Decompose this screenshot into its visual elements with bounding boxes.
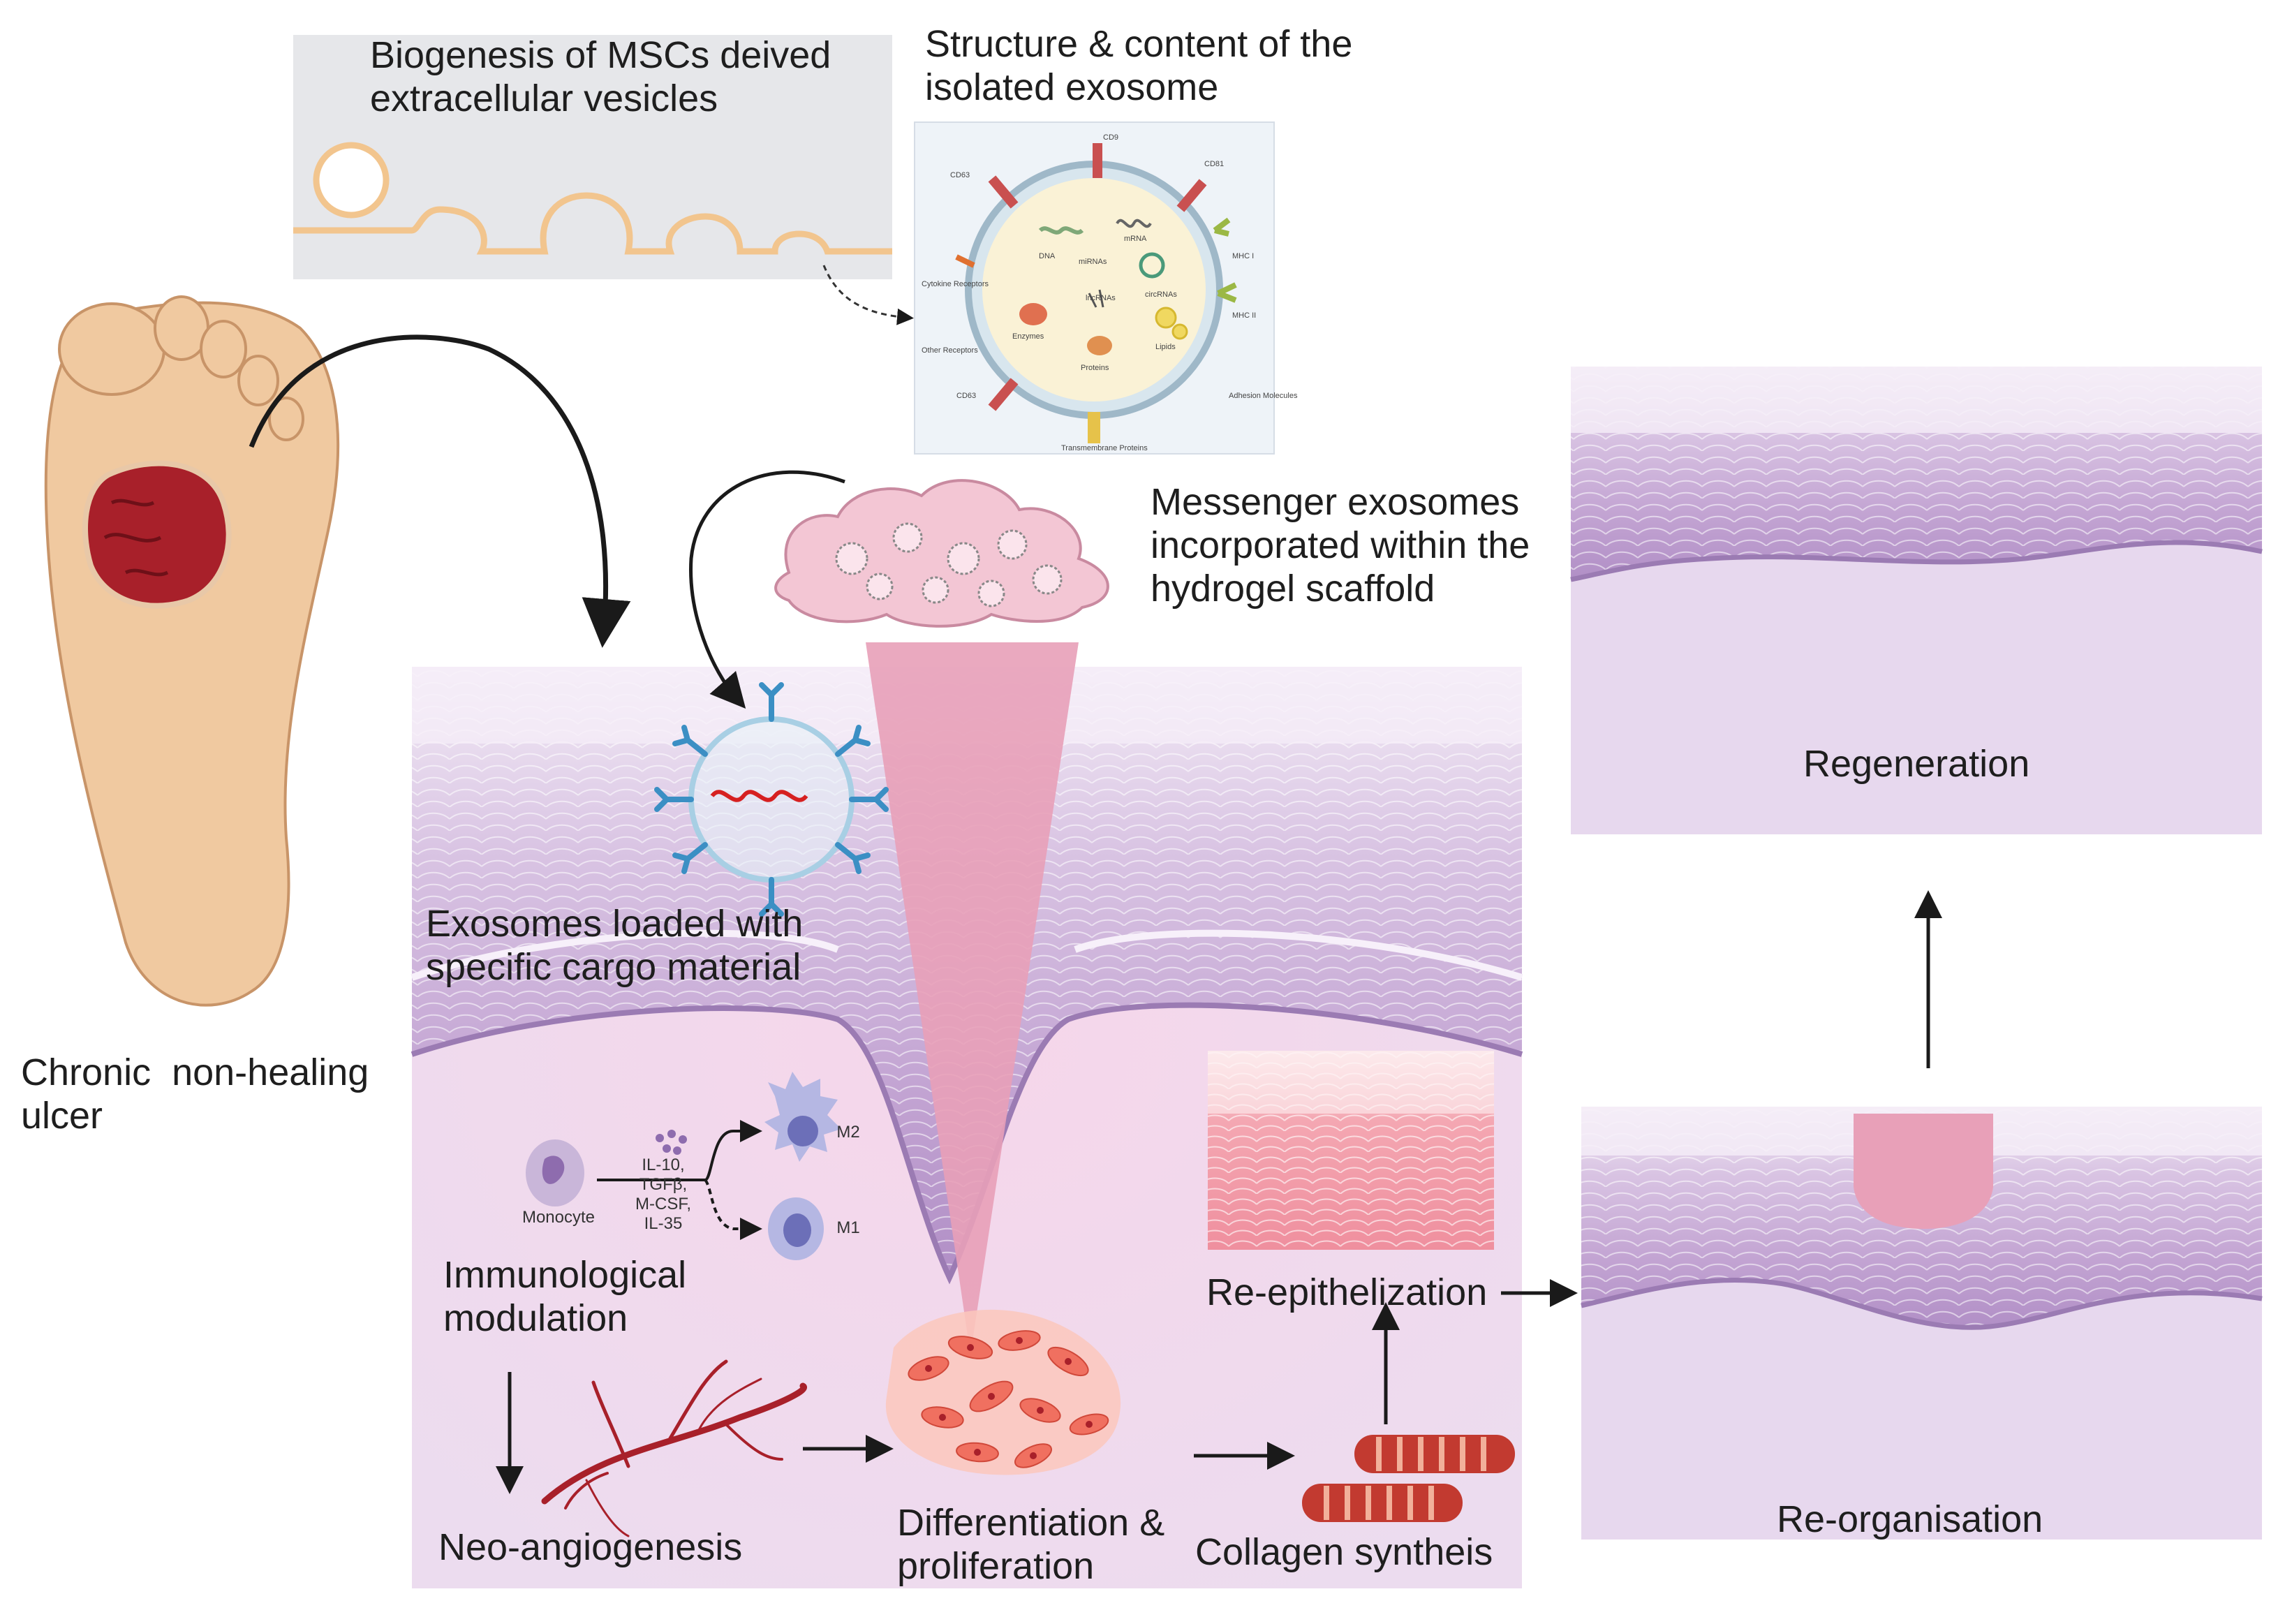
inset-label-adhesion: Adhesion Molecules — [1229, 392, 1298, 400]
foot-illustration — [44, 295, 340, 1007]
re-epithelization-tissue — [1208, 1051, 1494, 1250]
inset-label-mhc1: MHC I — [1232, 252, 1254, 260]
inset-label-cytokine: Cytokine Receptors — [922, 280, 989, 288]
exosome-structure-inset: CD63 CD9 CD81 MHC I MHC II Cytokine Rece… — [914, 121, 1298, 455]
biogenesis-line-2: extracellular vesicles — [370, 77, 718, 119]
reorganisation-panel — [1581, 1107, 2263, 1540]
cytokine-mcsf: M-CSF, — [635, 1195, 691, 1213]
m1-label: M1 — [836, 1218, 860, 1237]
inset-label-other: Other Receptors — [922, 346, 978, 355]
inset-label-mhc2: MHC II — [1232, 311, 1256, 320]
exosomes-loaded-line-2: specific cargo material — [426, 946, 801, 988]
chronic-ulcer-line-2: ulcer — [21, 1095, 103, 1137]
cytokine-tgfb: TGFβ, — [639, 1175, 688, 1194]
healing-plug — [1854, 1114, 1993, 1229]
differentiation-line-1: Differentiation & — [897, 1502, 1165, 1544]
m2-label: M2 — [836, 1123, 860, 1142]
loaded-exosome — [654, 682, 889, 917]
re-epithelization-label: Re-epithelization — [1206, 1271, 1488, 1313]
messenger-line-1: Messenger exosomes — [1151, 481, 1520, 523]
regeneration-label: Regeneration — [1803, 743, 2030, 785]
cytokines-label: IL-10, TGFβ, M-CSF, IL-35 — [628, 1156, 698, 1234]
inset-label-cd81: CD81 — [1204, 160, 1224, 168]
structure-line-1: Structure & content of the — [925, 23, 1353, 65]
monocyte-label: Monocyte — [522, 1208, 596, 1227]
immunological-line-1: Immunological — [443, 1254, 687, 1296]
inset-label-proteins: Proteins — [1081, 364, 1109, 372]
ulcer-wound — [82, 460, 232, 609]
immunological-line-2: modulation — [443, 1297, 628, 1339]
collagen-fibers — [1302, 1435, 1515, 1522]
messenger-line-3: hydrogel scaffold — [1151, 568, 1435, 610]
biogenesis-label: Biogenesis of MSCs deived extracellular … — [370, 34, 831, 120]
collagen-label: Collagen syntheis — [1195, 1531, 1493, 1573]
inset-label-enzymes: Enzymes — [1012, 332, 1044, 341]
dashed-arrow — [822, 265, 914, 325]
re-organisation-label: Re-organisation — [1777, 1498, 2043, 1540]
inset-label-lipids: Lipids — [1155, 343, 1176, 351]
biogenesis-panel — [293, 35, 892, 279]
chronic-ulcer-label: Chronic non-healing ulcer — [21, 1051, 369, 1137]
process-arrows — [496, 890, 1942, 1494]
cytokine-il35: IL-35 — [644, 1214, 683, 1233]
regeneration-panel — [1570, 367, 2263, 834]
fibroblast-cluster — [885, 1309, 1121, 1475]
chronic-ulcer-line-1: Chronic non-healing — [21, 1051, 369, 1093]
inset-label-cd63: CD63 — [950, 171, 970, 179]
differentiation-label: Differentiation & proliferation — [897, 1501, 1164, 1588]
messenger-label: Messenger exosomes incorporated within t… — [1151, 480, 1530, 610]
exosomes-loaded-line-1: Exosomes loaded with — [426, 903, 804, 945]
blood-vessels — [541, 1359, 808, 1537]
inset-label-mirnas: miRNAs — [1079, 258, 1107, 266]
inset-label-mrna: mRNA — [1124, 235, 1147, 243]
structure-line-2: isolated exosome — [925, 66, 1219, 108]
foot-to-wound-arrow — [249, 334, 631, 648]
membrane-outline — [293, 192, 892, 255]
inset-label-circrnas: circRNAs — [1145, 290, 1177, 299]
neo-angiogenesis-label: Neo-angiogenesis — [438, 1526, 743, 1568]
messenger-line-2: incorporated within the — [1151, 524, 1530, 566]
differentiation-line-2: proliferation — [897, 1545, 1095, 1587]
exosomes-loaded-label: Exosomes loaded with specific cargo mate… — [426, 902, 803, 989]
inset-label-dna: DNA — [1039, 252, 1056, 260]
inset-label-transmembrane: Transmembrane Proteins — [1061, 444, 1148, 452]
inset-label-lncrnas: lncRNAs — [1086, 294, 1116, 302]
biogenesis-line-1: Biogenesis of MSCs deived — [370, 34, 831, 76]
wound-channel — [866, 642, 1079, 1354]
hydrogel-scaffold — [774, 479, 1109, 628]
vesicle — [313, 142, 390, 219]
inset-label-cd63b: CD63 — [956, 392, 976, 400]
structure-label: Structure & content of the isolated exos… — [925, 22, 1352, 109]
inset-label-cd9: CD9 — [1103, 133, 1118, 142]
cytokine-il10: IL-10, — [642, 1156, 685, 1174]
immunological-label: Immunological modulation — [443, 1253, 686, 1340]
immune-cells — [526, 1072, 841, 1260]
scaffold-to-exosome-arrow — [689, 470, 845, 709]
